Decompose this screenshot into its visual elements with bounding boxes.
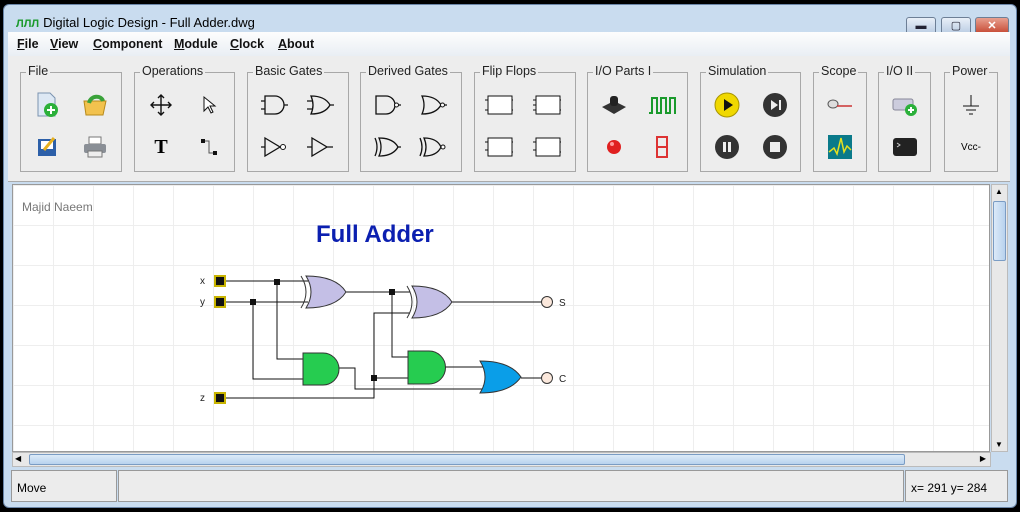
menu-view[interactable]: View (50, 37, 79, 51)
t-flipflop-icon[interactable] (533, 133, 561, 161)
scroll-left-arrow-icon[interactable]: ◀ (15, 454, 22, 463)
nor-gate-icon[interactable] (419, 91, 447, 119)
wire-tool-icon[interactable] (195, 133, 223, 161)
output-s-label: S (559, 298, 566, 309)
group-label: Derived Gates (366, 64, 450, 78)
junction (389, 289, 395, 295)
group-io-2: I/O II (878, 64, 931, 172)
sr-flipflop-icon[interactable] (485, 91, 513, 119)
led-icon[interactable] (600, 133, 628, 161)
input-x-label: x (200, 276, 205, 287)
step-icon[interactable] (761, 91, 789, 119)
group-power: Power Vcc- (944, 64, 998, 172)
push-button-icon[interactable] (600, 91, 628, 119)
input-z-label: z (200, 393, 205, 404)
vcc-button[interactable]: Vcc- (961, 141, 981, 153)
group-io-parts-1: I/O Parts I (587, 64, 688, 172)
group-label: I/O II (884, 64, 916, 78)
toolbar: File Operations T Basic Gates Derived Ga… (8, 56, 1010, 182)
input-y-pin (214, 296, 226, 308)
not-gate-icon[interactable] (260, 133, 288, 161)
oscilloscope-icon[interactable] (826, 133, 854, 161)
app-logo-icon: ЛЛЛ (16, 18, 40, 30)
status-coordinates: x= 291 y= 284 (905, 470, 1008, 502)
output-c-label: C (559, 374, 566, 385)
open-folder-icon[interactable] (81, 91, 109, 119)
menu-component[interactable]: Component (93, 37, 163, 51)
or-gate (479, 360, 522, 394)
probe-icon[interactable] (826, 91, 854, 119)
and-gate-icon[interactable] (260, 91, 288, 119)
buffer-gate-icon[interactable] (306, 133, 334, 161)
group-label: Power (950, 64, 990, 78)
status-mode: Move (11, 470, 117, 502)
and-gate-1 (302, 352, 340, 386)
text-tool-icon[interactable]: T (154, 135, 168, 158)
xor-gate-1 (305, 275, 347, 309)
group-label: Operations (140, 64, 206, 78)
stop-icon[interactable] (761, 133, 789, 161)
terminal-icon[interactable] (891, 133, 919, 161)
group-label: File (26, 64, 51, 78)
group-label: Simulation (706, 64, 769, 78)
drawing-canvas[interactable]: Majid Naeem Full Adder (12, 184, 990, 452)
xor-gate-icon[interactable] (373, 133, 401, 161)
new-file-icon[interactable] (33, 91, 61, 119)
d-flipflop-icon[interactable] (485, 133, 513, 161)
xor-gate-2 (411, 285, 453, 319)
junction (274, 279, 280, 285)
group-label: I/O Parts I (593, 64, 654, 78)
input-x-pin (214, 275, 226, 287)
xnor-gate-icon[interactable] (419, 133, 447, 161)
junction (371, 375, 377, 381)
seven-segment-icon[interactable] (648, 133, 676, 161)
scroll-down-arrow-icon[interactable]: ▼ (995, 440, 1003, 449)
group-label: Basic Gates (253, 64, 325, 78)
group-label: Flip Flops (480, 64, 539, 78)
jk-flipflop-icon[interactable] (533, 91, 561, 119)
menu-about[interactable]: About (278, 37, 315, 51)
author-label: Majid Naeem (22, 200, 93, 214)
input-z-pin (214, 392, 226, 404)
wire (225, 280, 541, 399)
clock-source-icon[interactable] (648, 91, 676, 119)
vertical-scroll-thumb[interactable] (993, 201, 1006, 261)
horizontal-scroll-thumb[interactable] (29, 454, 905, 465)
group-derived-gates: Derived Gates (360, 64, 462, 172)
group-operations: Operations T (134, 64, 235, 172)
scroll-up-arrow-icon[interactable]: ▲ (995, 187, 1003, 196)
menu-bar: File View Component Module Clock About (8, 32, 1010, 56)
window-title-text: Digital Logic Design - Full Adder.dwg (43, 15, 255, 30)
nand-gate-icon[interactable] (373, 91, 401, 119)
status-message (118, 470, 904, 502)
select-pointer-icon[interactable] (195, 91, 223, 119)
menu-module[interactable]: Module (174, 37, 218, 51)
menu-file[interactable]: File (17, 37, 39, 51)
output-s-led (541, 296, 553, 308)
pause-icon[interactable] (713, 133, 741, 161)
group-scope: Scope (813, 64, 867, 172)
vertical-scrollbar[interactable]: ▲ ▼ (991, 184, 1008, 452)
or-gate-icon[interactable] (306, 91, 334, 119)
play-icon[interactable] (713, 91, 741, 119)
scroll-right-arrow-icon[interactable]: ▶ (979, 454, 986, 463)
group-flip-flops: Flip Flops (474, 64, 576, 172)
output-c-led (541, 372, 553, 384)
input-y-label: y (200, 297, 205, 308)
print-icon[interactable] (81, 133, 109, 161)
add-keyboard-icon[interactable] (891, 91, 919, 119)
circuit-heading: Full Adder (316, 221, 434, 248)
save-icon[interactable] (33, 133, 61, 161)
menu-clock[interactable]: Clock (230, 37, 265, 51)
junction (250, 299, 256, 305)
ground-icon[interactable] (957, 91, 985, 119)
group-basic-gates: Basic Gates (247, 64, 349, 172)
horizontal-scrollbar[interactable]: ◀ ▶ (12, 452, 991, 467)
move-icon[interactable] (147, 91, 175, 119)
group-file: File (20, 64, 122, 172)
group-simulation: Simulation (700, 64, 801, 172)
group-label: Scope (819, 64, 859, 78)
and-gate-2 (407, 350, 446, 385)
